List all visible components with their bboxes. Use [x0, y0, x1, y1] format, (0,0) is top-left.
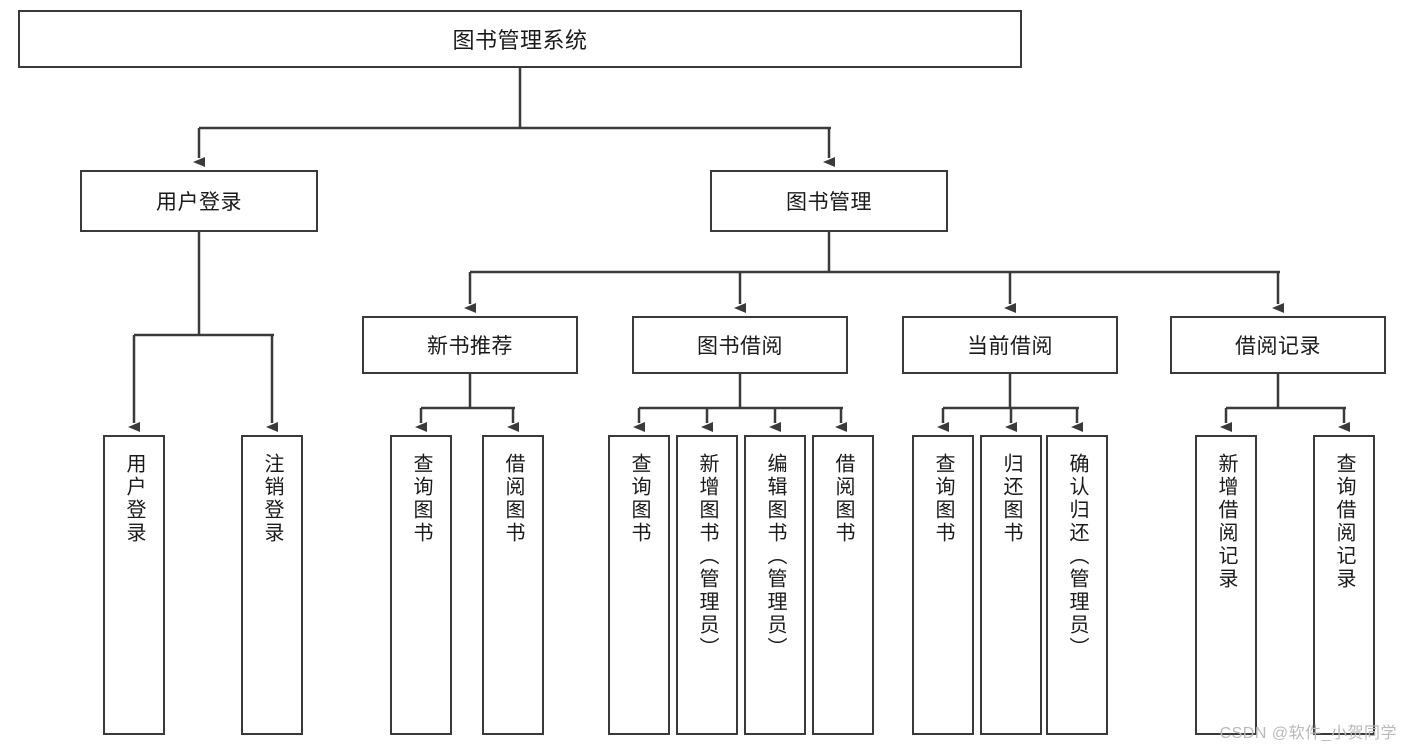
leaf-new-book-query-label: 查询图书: [410, 453, 432, 545]
node-user-login[interactable]: 用户登录: [80, 170, 318, 232]
leaf-add-borrow-record[interactable]: 新增借阅记录: [1195, 435, 1257, 735]
node-book-manage-label: 图书管理: [786, 191, 872, 214]
leaf-query-borrow-record[interactable]: 查询借阅记录: [1313, 435, 1375, 735]
leaf-return-book[interactable]: 归还图书: [980, 435, 1042, 735]
node-new-book-recommend-label: 新书推荐: [427, 335, 513, 358]
node-root-system[interactable]: 图书管理系统: [18, 10, 1022, 68]
leaf-borrow-query-book[interactable]: 查询图书: [608, 435, 670, 735]
watermark-text: CSDN @软件_小贺同学: [1219, 725, 1397, 742]
leaf-edit-book-admin[interactable]: 编辑图书（管理员）: [744, 435, 806, 735]
leaf-current-query-book[interactable]: 查询图书: [912, 435, 974, 735]
leaf-logout[interactable]: 注销登录: [241, 435, 303, 735]
node-borrow-record-label: 借阅记录: [1235, 335, 1321, 358]
leaf-borrow-book[interactable]: 借阅图书: [812, 435, 874, 735]
leaf-borrow-book-label: 借阅图书: [832, 453, 854, 545]
node-current-borrow-label: 当前借阅: [967, 335, 1053, 358]
leaf-return-book-label: 归还图书: [1000, 453, 1022, 545]
node-borrow-record[interactable]: 借阅记录: [1170, 316, 1386, 374]
node-book-borrow[interactable]: 图书借阅: [632, 316, 848, 374]
node-root-label: 图书管理系统: [452, 28, 588, 53]
node-current-borrow[interactable]: 当前借阅: [902, 316, 1118, 374]
node-book-manage[interactable]: 图书管理: [710, 170, 948, 232]
leaf-current-query-book-label: 查询图书: [932, 453, 954, 545]
leaf-logout-label: 注销登录: [261, 453, 283, 545]
node-new-book-recommend[interactable]: 新书推荐: [362, 316, 578, 374]
leaf-edit-book-admin-label: 编辑图书（管理员）: [764, 453, 786, 660]
leaf-confirm-return-admin[interactable]: 确认归还（管理员）: [1046, 435, 1108, 735]
node-book-borrow-label: 图书借阅: [697, 335, 783, 358]
leaf-add-book-admin[interactable]: 新增图书（管理员）: [676, 435, 738, 735]
node-user-login-label: 用户登录: [156, 191, 242, 214]
leaf-user-login[interactable]: 用户登录: [103, 435, 165, 735]
leaf-query-borrow-record-label: 查询借阅记录: [1333, 453, 1355, 591]
leaf-new-book-query[interactable]: 查询图书: [390, 435, 452, 735]
leaf-new-book-borrow-label: 借阅图书: [502, 453, 524, 545]
leaf-add-borrow-record-label: 新增借阅记录: [1215, 453, 1237, 591]
leaf-confirm-return-admin-label: 确认归还（管理员）: [1066, 453, 1088, 660]
leaf-borrow-query-book-label: 查询图书: [628, 453, 650, 545]
leaf-add-book-admin-label: 新增图书（管理员）: [696, 453, 718, 660]
leaf-user-login-label: 用户登录: [123, 453, 145, 545]
leaf-new-book-borrow[interactable]: 借阅图书: [482, 435, 544, 735]
